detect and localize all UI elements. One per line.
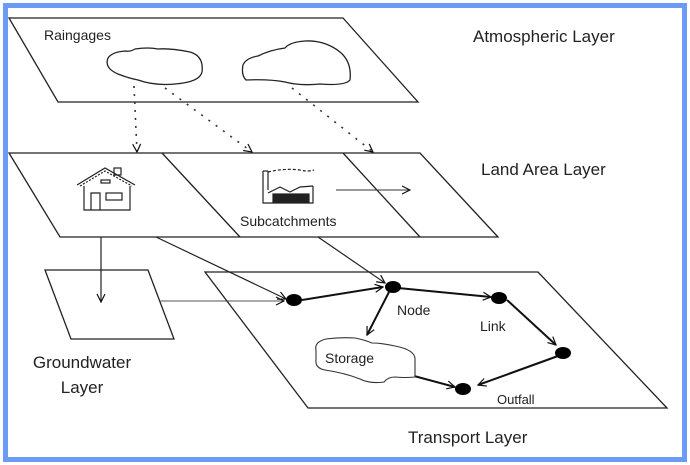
runoff-to-node-arrow [317, 236, 385, 283]
junction-node-icon [286, 294, 302, 306]
subcatchments-label: Subcatchments [240, 213, 337, 229]
link-arrow [506, 299, 556, 345]
junction-node-icon [555, 347, 571, 359]
diagram-frame [3, 3, 687, 462]
groundwater-layer-plane [44, 269, 175, 340]
groundwater-label-line2: Layer [60, 378, 104, 397]
cloud-icon [106, 47, 203, 86]
link-arrow [301, 287, 383, 301]
link-arrow [413, 375, 455, 387]
land-area-layer-plane [7, 152, 500, 238]
storage-label: Storage [325, 350, 375, 366]
node-label: Node [397, 302, 431, 318]
link-label: Link [480, 318, 506, 334]
link-arrow [478, 355, 559, 385]
atmospheric-layer-plane [7, 17, 420, 103]
subcatchment-divider [342, 152, 421, 238]
junction-node-icon [385, 281, 401, 293]
outfall-label: Outfall [497, 392, 535, 407]
transport-layer-plane [203, 271, 669, 409]
transport-layer-label: Transport Layer [408, 428, 528, 447]
subcatchment-divider [161, 152, 241, 238]
house-icon [76, 167, 136, 211]
cloud-icon [241, 40, 351, 86]
runoff-to-node-arrow [155, 236, 286, 299]
atmospheric-layer-label: Atmospheric Layer [473, 27, 615, 46]
link-arrow [397, 287, 491, 297]
raingages-label: Raingages [44, 27, 111, 43]
land-area-layer-label: Land Area Layer [481, 160, 606, 179]
rainfall-dotted-line [164, 87, 252, 152]
storage-unit-shape [315, 337, 416, 384]
factory-icon [262, 168, 315, 204]
groundwater-label-line1: Groundwater [32, 353, 132, 372]
groundwater-layer-label: Groundwater Layer [20, 350, 144, 400]
junction-node-icon [491, 292, 507, 304]
rainfall-dotted-line [291, 87, 373, 152]
link-arrow [366, 291, 390, 335]
outfall-node-icon [455, 383, 471, 395]
rainfall-dotted-line [134, 85, 137, 152]
